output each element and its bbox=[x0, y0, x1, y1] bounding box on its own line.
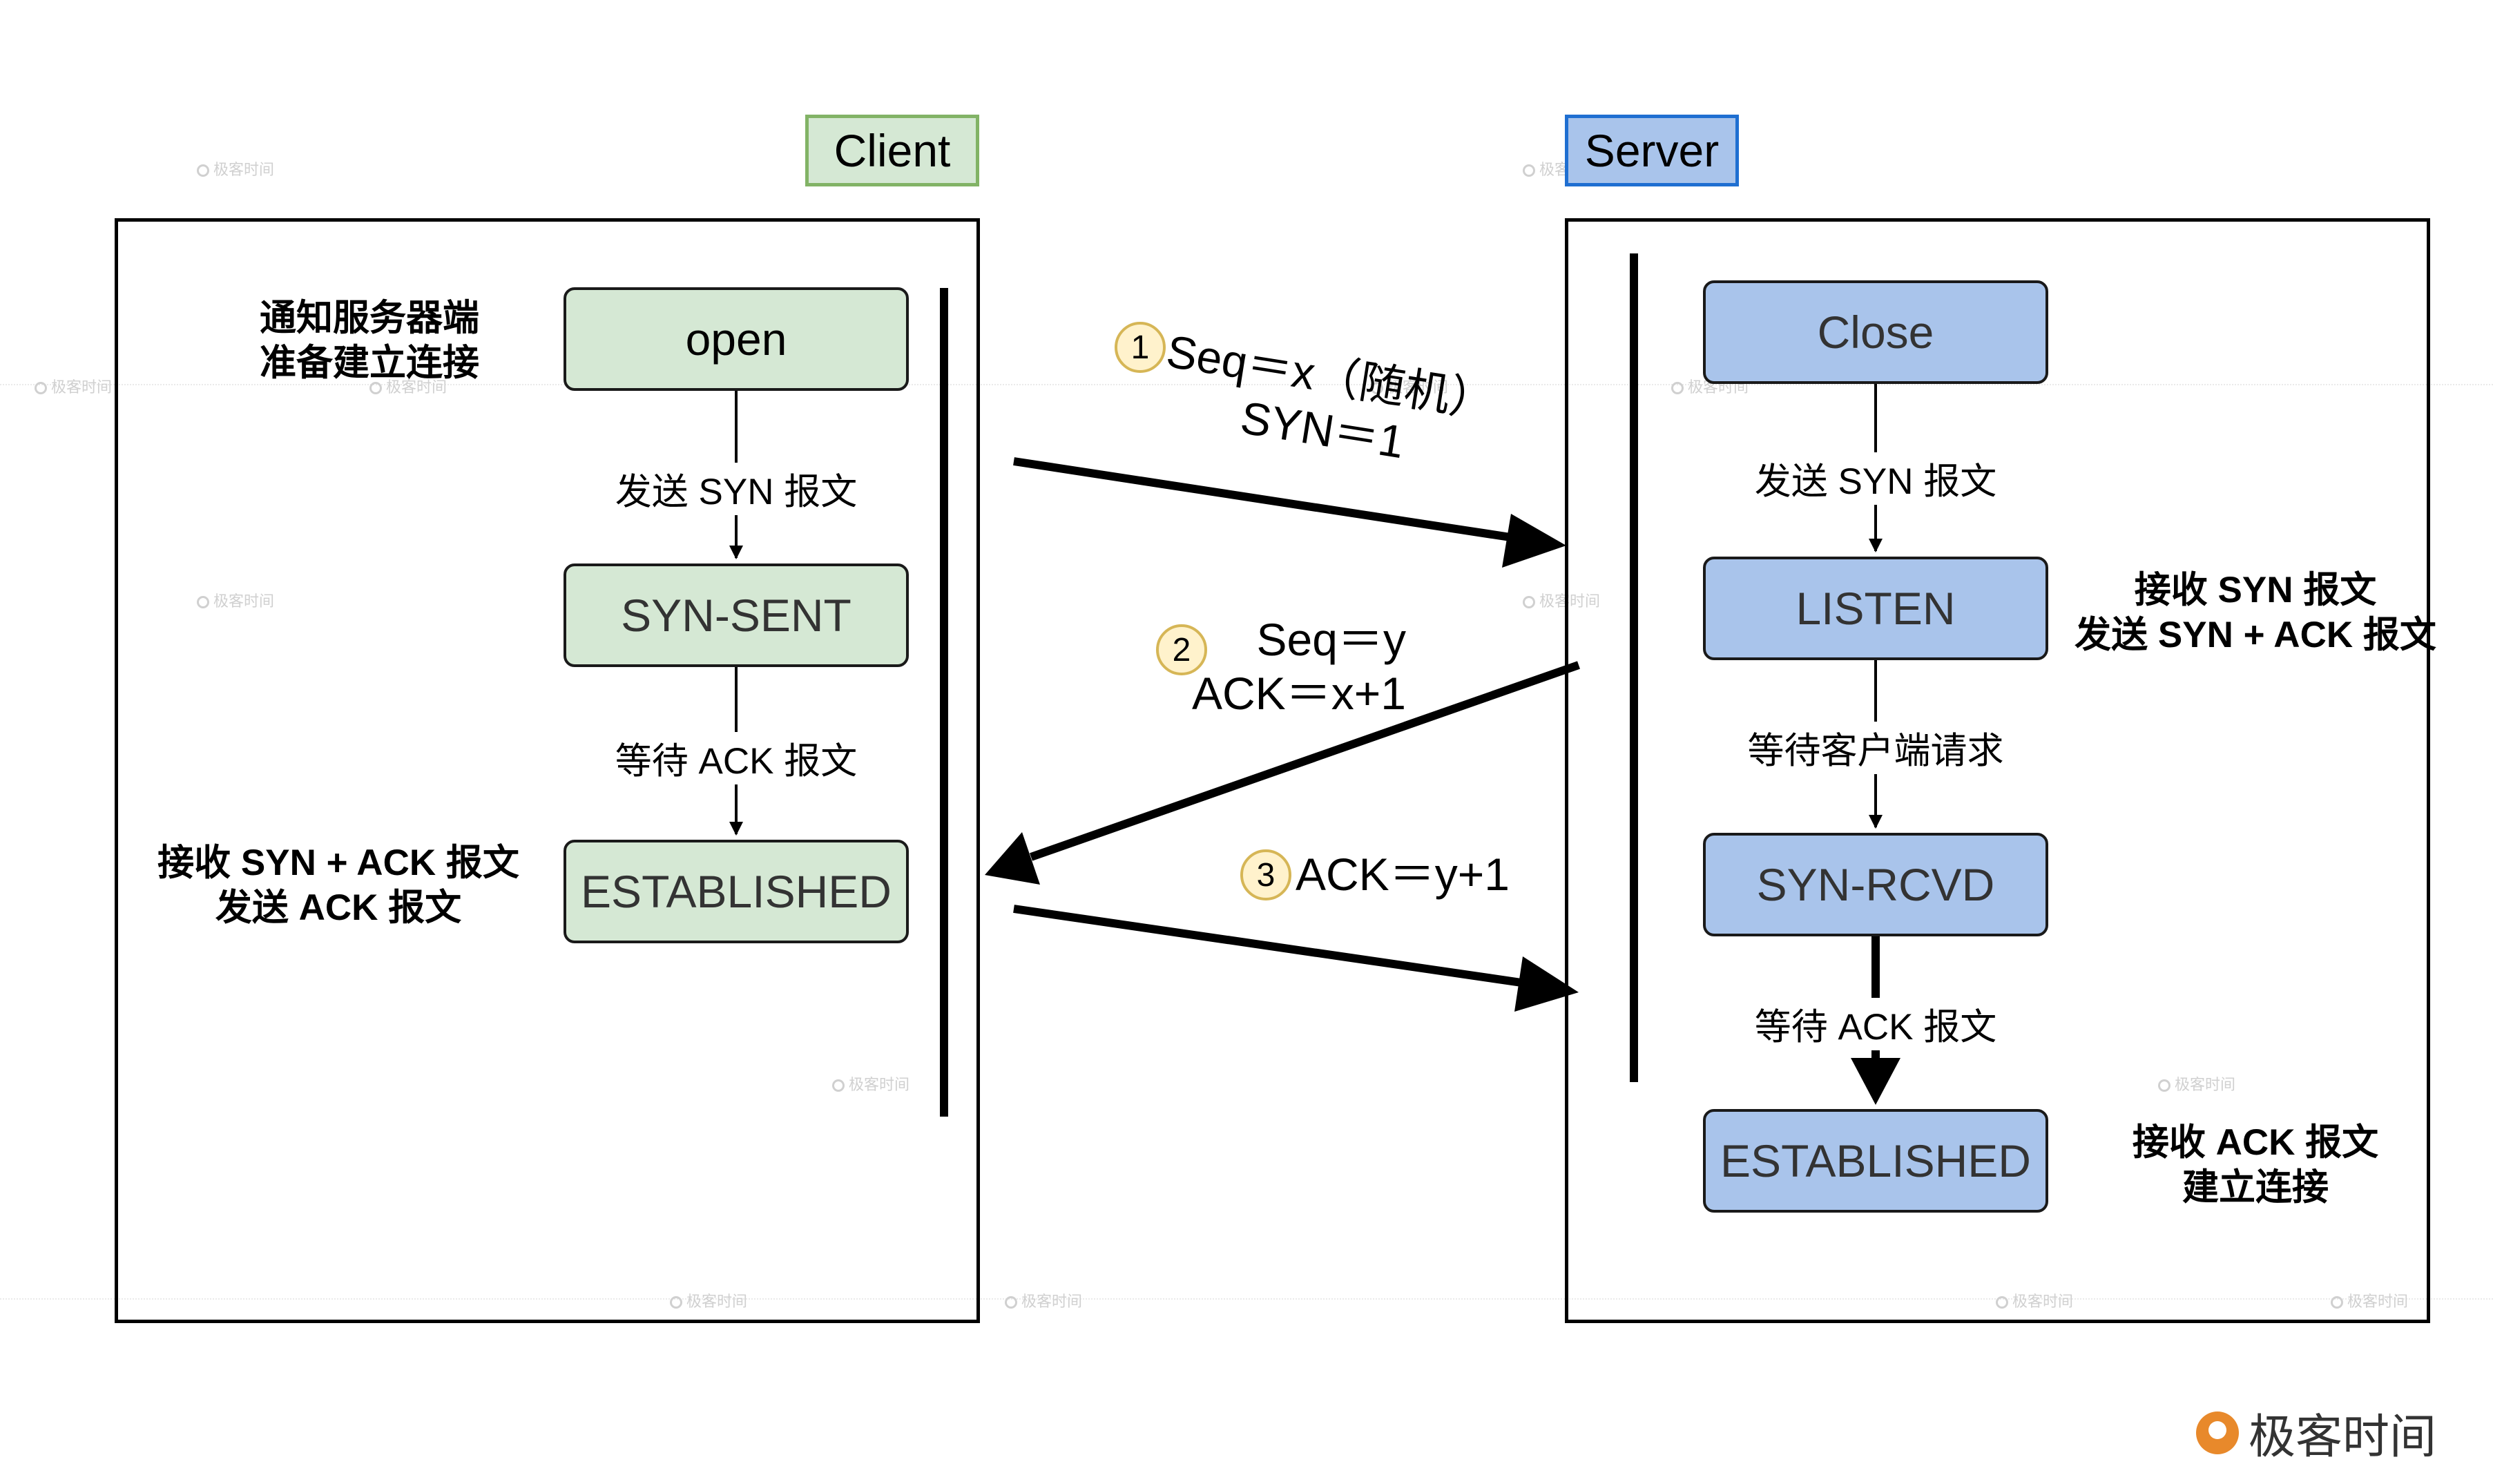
client-transition-label: 发送 SYN 报文 bbox=[608, 463, 865, 515]
message-1-arrowhead bbox=[1502, 514, 1566, 568]
server-note-line: 发送 SYN + ACK 报文 bbox=[2075, 615, 2436, 656]
message-3-arrowhead bbox=[1514, 956, 1579, 1012]
client-transition-label: 等待 ACK 报文 bbox=[598, 732, 874, 784]
client-note-line: 准备建立连接 bbox=[260, 343, 479, 384]
server-title: Server bbox=[1565, 115, 1739, 186]
client-note-line: 接收 SYN + ACK 报文 bbox=[157, 842, 519, 883]
server-note-line: 建立连接 bbox=[2182, 1167, 2329, 1208]
watermark-guide-line bbox=[0, 384, 2493, 385]
client-timeline bbox=[940, 288, 948, 1117]
message-3-arrow bbox=[1013, 905, 1527, 987]
server-state-syn-rcvd: SYN-RCVD bbox=[1703, 833, 2048, 936]
server-state-close: Close bbox=[1703, 280, 2048, 384]
watermark-logo: 极客时间 bbox=[832, 1072, 909, 1095]
message-1-arrow bbox=[1013, 457, 1520, 543]
client-title: Client bbox=[805, 115, 979, 186]
watermark-logo: 极客时间 bbox=[197, 157, 274, 180]
client-frame bbox=[115, 218, 980, 1323]
watermark-logo: 极客时间 bbox=[197, 589, 274, 611]
watermark-logo: 极客时间 bbox=[2158, 1072, 2235, 1095]
message-2-line: Seq＝y bbox=[1256, 614, 1406, 665]
message-2-line: ACK＝x+1 bbox=[1192, 667, 1406, 719]
server-transition-arrowhead bbox=[1851, 1058, 1900, 1105]
server-transition-label: 发送 SYN 报文 bbox=[1747, 452, 2004, 505]
watermark-logo: 极客时间 bbox=[369, 375, 447, 397]
server-note-line: 接收 ACK 报文 bbox=[2132, 1122, 2379, 1163]
server-transition-label: 等待客户端请求 bbox=[1731, 722, 2021, 774]
server-frame bbox=[1565, 218, 2430, 1323]
server-note-line: 接收 SYN 报文 bbox=[2134, 570, 2377, 610]
watermark-logo: 极客时间 bbox=[1005, 1289, 1082, 1311]
watermark-guide-line bbox=[0, 1298, 2493, 1300]
message-2-number-badge: 2 bbox=[1156, 624, 1207, 675]
server-note-listen: 接收 SYN 报文 发送 SYN + ACK 报文 bbox=[2055, 568, 2456, 657]
client-note-open: 通知服务器端 准备建立连接 bbox=[260, 296, 479, 385]
watermark-logo: 极客时间 bbox=[1523, 589, 1600, 611]
watermark-logo: 极客时间 bbox=[35, 375, 112, 397]
message-2-label: Seq＝y ACK＝x+1 bbox=[1192, 613, 1406, 721]
client-note-line: 通知服务器端 bbox=[260, 298, 479, 338]
message-1-number-badge: 1 bbox=[1115, 322, 1166, 373]
message-3-number-badge: 3 bbox=[1240, 849, 1291, 900]
watermark-logo: 极客时间 bbox=[1371, 375, 1448, 397]
brand-icon bbox=[2196, 1411, 2239, 1454]
message-2-arrow bbox=[1030, 661, 1580, 861]
server-state-established: ESTABLISHED bbox=[1703, 1109, 2048, 1213]
watermark-logo: 极客时间 bbox=[670, 1289, 747, 1311]
server-note-established: 接收 ACK 报文 建立连接 bbox=[2110, 1120, 2400, 1210]
server-state-listen: LISTEN bbox=[1703, 557, 2048, 660]
client-state-syn-sent: SYN-SENT bbox=[564, 563, 909, 667]
message-2-arrowhead bbox=[985, 832, 1040, 885]
client-note-line: 发送 ACK 报文 bbox=[215, 887, 462, 929]
watermark-logo: 极客时间 bbox=[2331, 1289, 2408, 1311]
watermark-logo: 极客时间 bbox=[1996, 1289, 2073, 1311]
brand-logo: 极客时间 bbox=[2196, 1398, 2436, 1467]
client-note-established: 接收 SYN + ACK 报文 发送 ACK 报文 bbox=[138, 840, 539, 930]
client-state-established: ESTABLISHED bbox=[564, 840, 909, 943]
message-3-line: ACK＝y+1 bbox=[1296, 849, 1510, 900]
client-state-open: open bbox=[564, 287, 909, 391]
server-timeline bbox=[1630, 253, 1638, 1082]
brand-text: 极客时间 bbox=[2249, 1411, 2437, 1463]
server-transition-label: 等待 ACK 报文 bbox=[1738, 998, 2014, 1050]
message-3-label: ACK＝y+1 bbox=[1296, 848, 1510, 902]
